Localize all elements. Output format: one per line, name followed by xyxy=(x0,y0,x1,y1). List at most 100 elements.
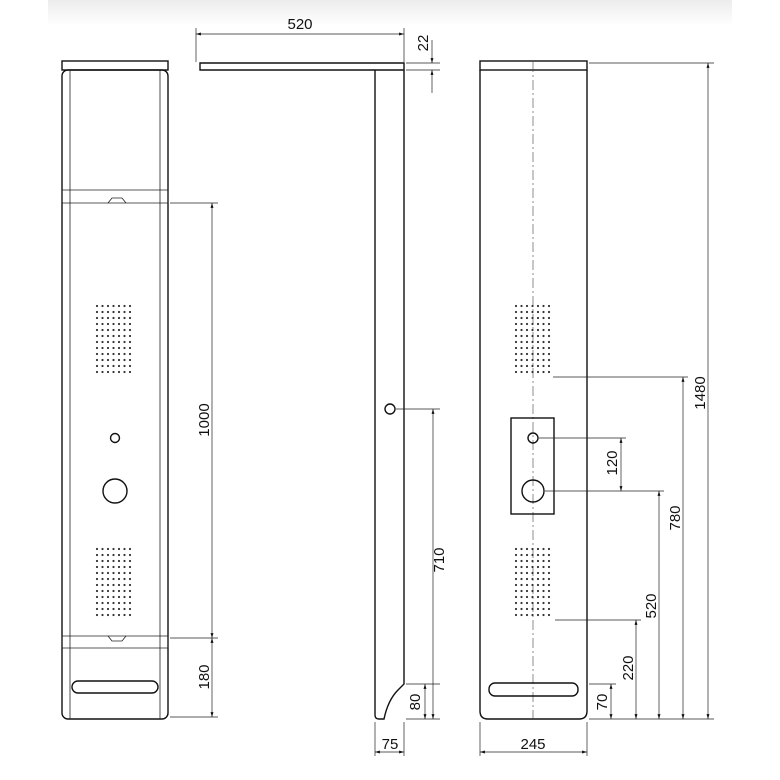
nozzle-dot xyxy=(547,322,551,326)
nozzle-dot xyxy=(531,613,534,617)
nozzle-dot xyxy=(531,559,534,563)
nozzle-dot xyxy=(128,310,132,314)
nozzle-dot xyxy=(101,577,104,581)
nozzle-dot xyxy=(128,559,132,563)
nozzle-dot xyxy=(525,589,529,593)
nozzle-dot xyxy=(536,358,540,362)
nozzle-dot xyxy=(101,565,104,569)
nozzle-dot xyxy=(123,322,126,326)
nozzle-dot xyxy=(123,583,126,587)
nozzle-dot xyxy=(106,613,110,617)
nozzle-dot xyxy=(117,304,121,308)
nozzle-dot xyxy=(536,595,540,599)
nozzle-dot xyxy=(101,547,104,551)
dim-120: 120 xyxy=(604,450,621,475)
nozzle-dot xyxy=(128,364,132,368)
front-small-knob xyxy=(109,432,121,444)
nozzle-dot xyxy=(106,370,110,374)
back-valve-plate xyxy=(510,417,555,515)
nozzle-dot xyxy=(536,547,540,551)
nozzle-dot xyxy=(531,607,534,611)
nozzle-dot xyxy=(128,304,132,308)
nozzle-dot xyxy=(123,310,126,314)
nozzle-dot xyxy=(117,601,121,605)
nozzle-dot xyxy=(525,322,529,326)
nozzle-dot xyxy=(128,589,132,593)
nozzle-dot xyxy=(101,589,104,593)
nozzle-dot xyxy=(117,559,121,563)
nozzle-dot xyxy=(112,577,115,581)
nozzle-dot xyxy=(536,607,540,611)
nozzle-dot xyxy=(112,589,115,593)
nozzle-dot xyxy=(547,565,551,569)
nozzle-dot xyxy=(112,304,115,308)
nozzle-dot xyxy=(531,583,534,587)
nozzle-dot xyxy=(520,340,523,344)
nozzle-dot xyxy=(520,547,523,551)
nozzle-dot xyxy=(520,334,523,338)
dim-80: 80 xyxy=(407,694,424,711)
dim-75: 75 xyxy=(382,736,399,753)
nozzle-dot xyxy=(123,340,126,344)
nozzle-dot xyxy=(531,328,534,332)
nozzle-dot xyxy=(112,547,115,551)
nozzle-dot xyxy=(525,328,529,332)
nozzle-dot xyxy=(95,346,99,350)
nozzle-dot xyxy=(101,583,104,587)
nozzle-dot xyxy=(520,613,523,617)
nozzle-dot xyxy=(542,553,545,557)
nozzle-dot xyxy=(117,322,121,326)
front-large-knob xyxy=(102,478,128,504)
nozzle-dot xyxy=(106,595,110,599)
front-view: 1000 180 xyxy=(61,60,218,720)
nozzle-dot xyxy=(514,577,518,581)
front-nozzle-grid-bottom xyxy=(95,547,132,617)
nozzle-dot xyxy=(128,334,132,338)
nozzle-dot xyxy=(106,559,110,563)
nozzle-dot xyxy=(101,304,104,308)
nozzle-dot xyxy=(117,589,121,593)
nozzle-dot xyxy=(525,310,529,314)
nozzle-dot xyxy=(542,364,545,368)
nozzle-dot xyxy=(117,334,121,338)
nozzle-dot xyxy=(531,334,534,338)
nozzle-dot xyxy=(536,565,540,569)
nozzle-dot xyxy=(531,571,534,575)
nozzle-dot xyxy=(106,358,110,362)
nozzle-dot xyxy=(112,316,115,320)
nozzle-dot xyxy=(106,334,110,338)
nozzle-dot xyxy=(112,607,115,611)
nozzle-dot xyxy=(542,334,545,338)
nozzle-dot xyxy=(106,328,110,332)
nozzle-dot xyxy=(117,553,121,557)
nozzle-dot xyxy=(128,547,132,551)
nozzle-dot xyxy=(112,601,115,605)
back-nozzle-grid-bottom xyxy=(514,547,551,617)
nozzle-dot xyxy=(106,571,110,575)
nozzle-dot xyxy=(520,595,523,599)
front-lower-shelf xyxy=(61,635,169,649)
nozzle-dot xyxy=(117,328,121,332)
nozzle-dot xyxy=(117,364,121,368)
nozzle-dot xyxy=(95,583,99,587)
nozzle-dot xyxy=(106,340,110,344)
nozzle-dot xyxy=(547,577,551,581)
nozzle-dot xyxy=(542,370,545,374)
dim-780: 780 xyxy=(667,505,684,530)
nozzle-dot xyxy=(542,559,545,563)
nozzle-dot xyxy=(525,370,529,374)
nozzle-dot xyxy=(112,595,115,599)
front-upper-shelf xyxy=(61,189,169,204)
nozzle-dot xyxy=(531,358,534,362)
nozzle-dot xyxy=(514,547,518,551)
nozzle-dot xyxy=(525,346,529,350)
nozzle-dot xyxy=(106,601,110,605)
side-top-plate xyxy=(199,62,405,71)
nozzle-dot xyxy=(101,364,104,368)
nozzle-dot xyxy=(536,334,540,338)
nozzle-dot xyxy=(112,346,115,350)
nozzle-dot xyxy=(514,370,518,374)
nozzle-dot xyxy=(536,559,540,563)
back-view: 1480 780 120 520 220 70 245 xyxy=(479,60,714,756)
nozzle-dot xyxy=(128,565,132,569)
